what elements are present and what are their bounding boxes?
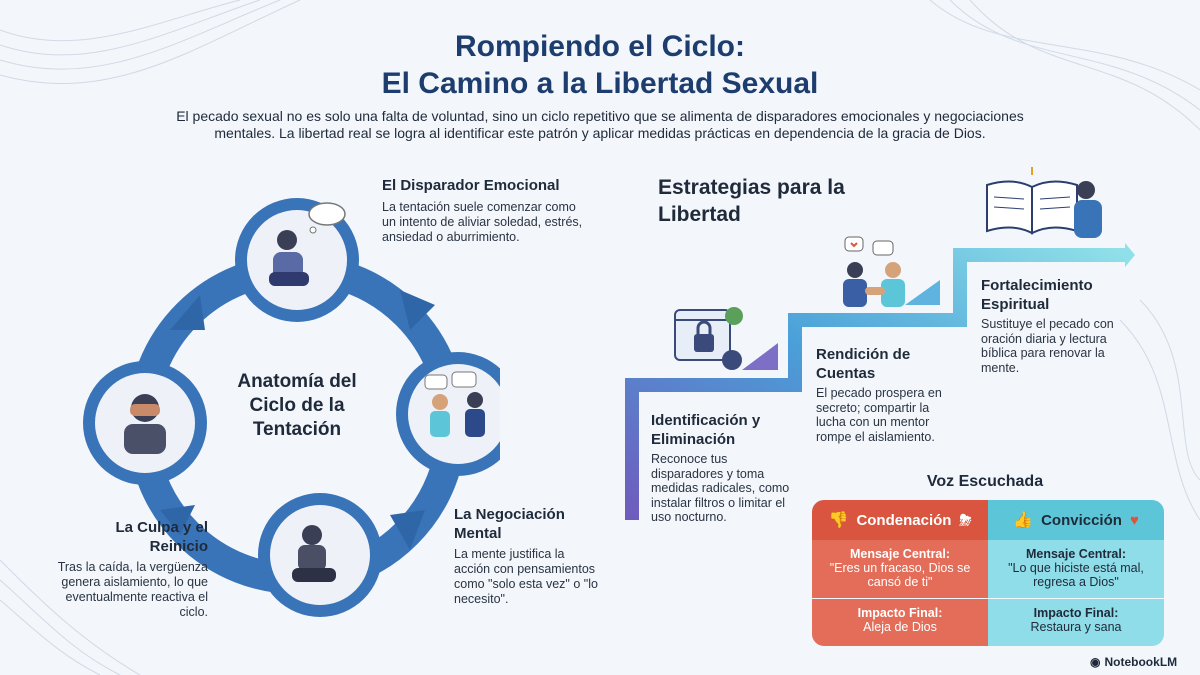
conviction-message-cell: Mensaje Central: "Lo que hiciste está ma…: [988, 540, 1164, 598]
stage-trigger-heading: El Disparador Emocional: [382, 177, 560, 194]
lock-settings-icon: [674, 307, 743, 370]
person-thinking-icon: [269, 202, 346, 286]
step-accountability-text: El pecado prospera en secreto; compartir…: [816, 386, 942, 444]
cycle-node-negotiation: [396, 352, 500, 476]
handshake-icon: [843, 236, 905, 307]
stage-negotiation-text: La mente justifica la acción con pensami…: [454, 547, 598, 606]
strategies-title: Estrategias para la Libertad: [658, 176, 845, 226]
stage-negotiation: La Negociación Mental La mente justifica…: [454, 505, 604, 607]
stage-negotiation-heading: La Negociación Mental: [454, 506, 565, 542]
storm-cloud-icon: ⛈: [959, 511, 972, 529]
conviction-column: 👍 Convicción ♥ Mensaje Central: "Lo que …: [988, 500, 1164, 646]
condemnation-impact-label: Impacto Final:: [857, 606, 943, 620]
conviction-message-label: Mensaje Central:: [1025, 547, 1127, 561]
brand-watermark: ◉ NotebookLM: [1090, 655, 1177, 669]
cycle-diagram: [83, 198, 500, 617]
condemnation-impact: Aleja de Dios: [863, 620, 937, 634]
intro-text: El pecado sexual no es solo una falta de…: [176, 108, 1024, 141]
thumbs-down-icon: 👎: [828, 512, 849, 529]
voices-comparison-table: 👎 Condenación ⛈ Mensaje Central: "Eres u…: [812, 500, 1164, 646]
cycle-arrow-4: [170, 295, 205, 330]
conviction-impact-cell: Impacto Final: Restaura y sana: [988, 599, 1164, 646]
condemnation-message-label: Mensaje Central:: [849, 547, 951, 561]
cycle-arrow-2: [390, 510, 425, 550]
cycle-title: Anatomía del Ciclo de la Tentación: [237, 371, 357, 440]
bible-prayer-icon: [986, 167, 1102, 238]
heart-hand-icon: ♥: [1129, 511, 1139, 529]
person-head-in-hands-icon: [124, 394, 166, 454]
condemnation-column: 👎 Condenación ⛈ Mensaje Central: "Eres u…: [812, 500, 988, 646]
step-accountability: Rendición de Cuentas El pecado prospera …: [816, 345, 956, 444]
brand-name: NotebookLM: [1104, 655, 1178, 669]
step-spiritual-heading: Fortalecimiento Espiritual: [981, 277, 1093, 313]
condemnation-label: Condenación: [856, 511, 952, 529]
condemnation-message-cell: Mensaje Central: "Eres un fracaso, Dios …: [812, 540, 988, 598]
conviction-header: 👍 Convicción ♥: [988, 500, 1164, 540]
step-identification-heading: Identificación y Eliminación: [651, 412, 761, 448]
cycle-node-guilt: [83, 361, 207, 485]
staircase-arrow: [625, 243, 1135, 520]
conviction-impact: Restaura y sana: [1030, 620, 1122, 634]
step-spiritual: Fortalecimiento Espiritual Sustituye el …: [981, 276, 1131, 375]
stage-trigger: El Disparador Emocional La tentación sue…: [382, 176, 592, 245]
person-despair-icon: [292, 525, 336, 582]
title-line-1: Rompiendo el Ciclo:: [454, 30, 745, 63]
stage-guilt: La Culpa y el Reinicio Tras la caída, la…: [48, 518, 208, 620]
thumbs-up-icon: 👍: [1013, 512, 1034, 529]
people-arguing-icon: [424, 371, 485, 437]
step-identification-text: Reconoce tus disparadores y toma medidas…: [651, 452, 790, 524]
cycle-arrow-1: [400, 290, 435, 330]
conviction-message: "Lo que hiciste está mal, regresa a Dios…: [1008, 561, 1144, 589]
conviction-label: Convicción: [1041, 511, 1122, 529]
stage-guilt-text: Tras la caída, la vergüenza genera aisla…: [57, 560, 208, 619]
stage-trigger-text: La tentación suele comenzar como un inte…: [382, 200, 583, 244]
conviction-impact-label: Impacto Final:: [1033, 606, 1119, 620]
condemnation-impact-cell: Impacto Final: Aleja de Dios: [812, 599, 988, 646]
condemnation-message: "Eres un fracaso, Dios se cansó de ti": [829, 561, 971, 589]
cycle-node-despair: [258, 493, 382, 617]
step-accountability-heading: Rendición de Cuentas: [816, 346, 911, 382]
cycle-arrow-3: [160, 505, 195, 535]
step-spiritual-text: Sustituye el pecado con oración diaria y…: [981, 317, 1114, 375]
voices-title: Voz Escuchada: [926, 473, 1044, 490]
page-title: Rompiendo el Ciclo: El Camino a la Liber…: [0, 28, 1200, 102]
notebooklm-logo-icon: ◉: [1090, 655, 1101, 669]
step-identification: Identificación y Eliminación Reconoce tu…: [651, 411, 801, 525]
title-line-2: El Camino a la Libertad Sexual: [381, 67, 819, 100]
stage-guilt-heading: La Culpa y el Reinicio: [115, 519, 208, 555]
cycle-node-trigger: [235, 198, 359, 322]
condemnation-header: 👎 Condenación ⛈: [812, 500, 988, 540]
